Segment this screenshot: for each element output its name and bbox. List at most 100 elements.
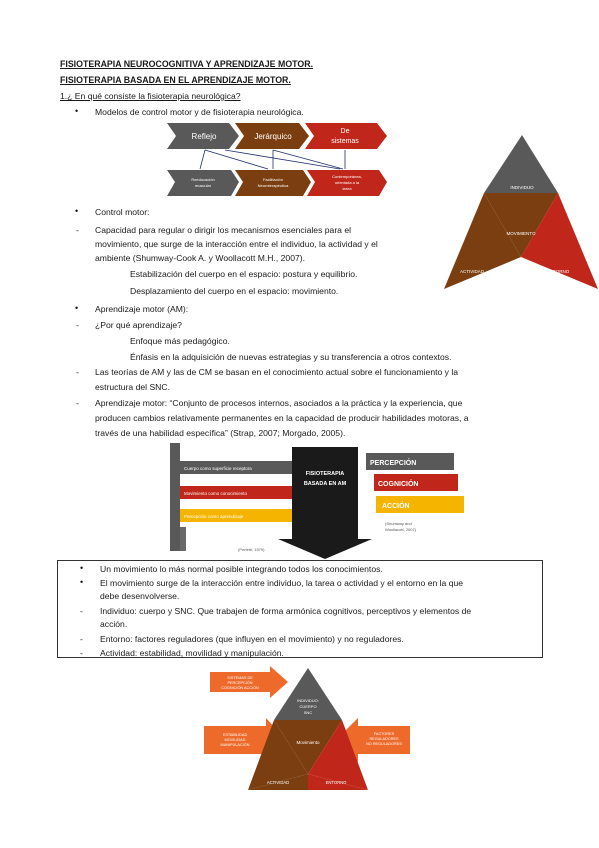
bullet-icon: • [75, 106, 79, 116]
label-contemp-3: tarea [342, 186, 352, 191]
text-estabilizacion: Estabilización del cuerpo en el espacio:… [130, 269, 358, 279]
arrow-top-1: SISTEMAS DE [227, 676, 253, 680]
tri2-label-snc: SNC [304, 710, 313, 715]
arrow-left-3: MANIPULACIÓN [221, 742, 250, 747]
label-reeducacion-1: Reeducación [191, 177, 214, 182]
text-teorias-1: Las teorías de AM y las de CM se basan e… [95, 367, 459, 377]
box-text-3a: Individuo: cuerpo y SNC. Que trabajen de… [100, 606, 472, 616]
label-row-cuerpo: Cuerpo como superficie receptora [184, 466, 252, 471]
dash-icon: - [76, 225, 79, 235]
arrow-left-2: MOVILIDAD [225, 738, 246, 742]
label-fisio-2: BASADA EN AM [304, 481, 347, 487]
text-capacidad-2: movimiento, que surge de la interacción … [95, 239, 378, 249]
tri2-label-cuerpo: CUERPO [299, 704, 316, 709]
text-enfasis: Énfasis en la adquisición de nuevas estr… [130, 352, 452, 362]
arrow-reeducacion [167, 170, 239, 196]
triangle-right [521, 193, 598, 289]
arrow-right-1: FACTORES [374, 732, 395, 736]
box-accion [376, 496, 464, 513]
label-contemp-2: orientada a la [335, 180, 360, 185]
tri2-label-movimiento: Movimiento [296, 740, 320, 745]
text-enfoque: Enfoque más pedagógico. [130, 336, 230, 346]
triangle-center [484, 193, 558, 257]
tri2-label-individuo: INDIVIDUO: [297, 698, 319, 703]
label-reeducacion-2: muscular [195, 183, 212, 188]
tri2-center [274, 720, 342, 774]
arrow-top-left [210, 666, 288, 698]
label-movimiento: MOVIMIENTO [507, 231, 536, 236]
tri2-label-entorno: ENTORNO [326, 780, 348, 785]
connector-lines [199, 149, 346, 170]
arrow-contemporanea [307, 170, 387, 196]
bullet-icon: • [75, 206, 79, 216]
cite-shumway-1: (Shumway and [385, 521, 412, 526]
label-sistemas: sistemas [331, 138, 359, 145]
label-facilitacion-2: Neuroterapéutica [258, 183, 289, 188]
box-text-4: Entorno: factores reguladores (que influ… [100, 634, 404, 644]
bullet-icon: • [80, 563, 84, 573]
label-actividad: ACTIVIDAD [460, 269, 485, 274]
question-1: 1.¿ En qué consiste la fisioterapia neur… [60, 91, 241, 101]
text-teorias-2: estructura del SNC. [95, 382, 170, 392]
text-am-def-3: través de una habilidad específica” (Str… [95, 428, 346, 438]
tri2-right [308, 720, 368, 790]
label-facilitacion-1: Facilitación [263, 177, 283, 182]
arrow-left-1: ESTABILIDAD [223, 733, 248, 737]
side-bar [170, 443, 180, 551]
label-row-percepcion: Percepción como aprendizaje [184, 514, 244, 519]
box-percepcion [366, 453, 454, 470]
box-text-1: Un movimiento lo más normal posible inte… [100, 564, 383, 574]
box-text-2b: debe desenvolverse. [100, 591, 180, 601]
dash-icon: - [76, 398, 79, 408]
cite-perfetti: (Perfetti, 1979) [238, 547, 265, 552]
dash-icon: - [80, 634, 83, 644]
label-individuo: INDIVIDUO [510, 185, 534, 190]
label-jerarquico: Jerárquico [254, 132, 292, 141]
arrow-facilitacion [235, 170, 311, 196]
summary-box [57, 560, 543, 658]
tri2-label-actividad: ACTIVIDAD [267, 780, 289, 785]
box-text-3b: acción. [100, 619, 128, 629]
cite-shumway-2: Woollacott, 2007) [385, 527, 417, 532]
label-contemp-1: Contemporánea, [332, 174, 362, 179]
text-aprendizaje-am: Aprendizaje motor (AM): [95, 304, 189, 314]
arrow-top-3: COGNICIÓN ACCIÓN [221, 685, 259, 690]
text-capacidad-3: ambiente (Shumway-Cook A. y Woollacott M… [95, 253, 305, 263]
text-am-def-2: producen cambios relativamente permanent… [95, 413, 469, 423]
arrow-jerarquico [235, 123, 309, 149]
arrow-right [336, 718, 410, 762]
text-por-que: ¿Por qué aprendizaje? [95, 320, 182, 330]
title-aprendizaje-motor: FISIOTERAPIA BASADA EN EL APRENDIZAJE MO… [60, 75, 291, 85]
bullet-icon: • [80, 577, 84, 587]
label-percepcion: PERCEPCIÓN [370, 458, 416, 467]
text-desplazamiento: Desplazamiento del cuerpo en el espacio:… [130, 286, 339, 296]
arrow-right-3: NO REGULADORES [366, 742, 402, 746]
label-reflejo: Reflejo [192, 132, 217, 141]
row-percepcion [180, 509, 292, 522]
label-row-movimiento: Movimiento como conocimiento [184, 491, 248, 496]
triangle-top [484, 135, 558, 193]
arrow-top-2: PERCEPCIÓN [227, 680, 252, 685]
triangle-left [444, 193, 521, 289]
arrow-reflejo [167, 123, 239, 149]
label-fisio-1: FISIOTERAPIA [306, 471, 345, 477]
triangle-individuo: INDIVIDUO MOVIMIENTO ACTIVIDAD ENTORNO [444, 135, 598, 289]
dash-icon: - [76, 367, 79, 377]
row-movimiento [180, 486, 292, 499]
text-am-def-1: Aprendizaje motor: “Conjunto de procesos… [95, 398, 463, 408]
arrow-sistemas [305, 123, 387, 149]
dash-icon: - [80, 606, 83, 616]
box-cognicion [374, 474, 458, 491]
row-cuerpo [180, 461, 292, 474]
label-de: De [341, 128, 350, 135]
text-control-motor: Control motor: [95, 207, 150, 217]
center-arrow [278, 447, 372, 559]
box-text-5: Actividad: estabilidad, movilidad y mani… [100, 648, 284, 658]
tri2-top [274, 668, 342, 720]
label-cognicion: COGNICIÓN [378, 479, 418, 488]
text-capacidad-1: Capacidad para regular o dirigir los mec… [95, 225, 352, 235]
dash-icon: - [80, 648, 83, 658]
triangle-movimiento-diagram: SISTEMAS DE PERCEPCIÓN COGNICIÓN ACCIÓN … [204, 666, 410, 790]
label-accion: ACCIÓN [382, 501, 410, 510]
box-text-2a: El movimiento surge de la interacción en… [100, 578, 464, 588]
